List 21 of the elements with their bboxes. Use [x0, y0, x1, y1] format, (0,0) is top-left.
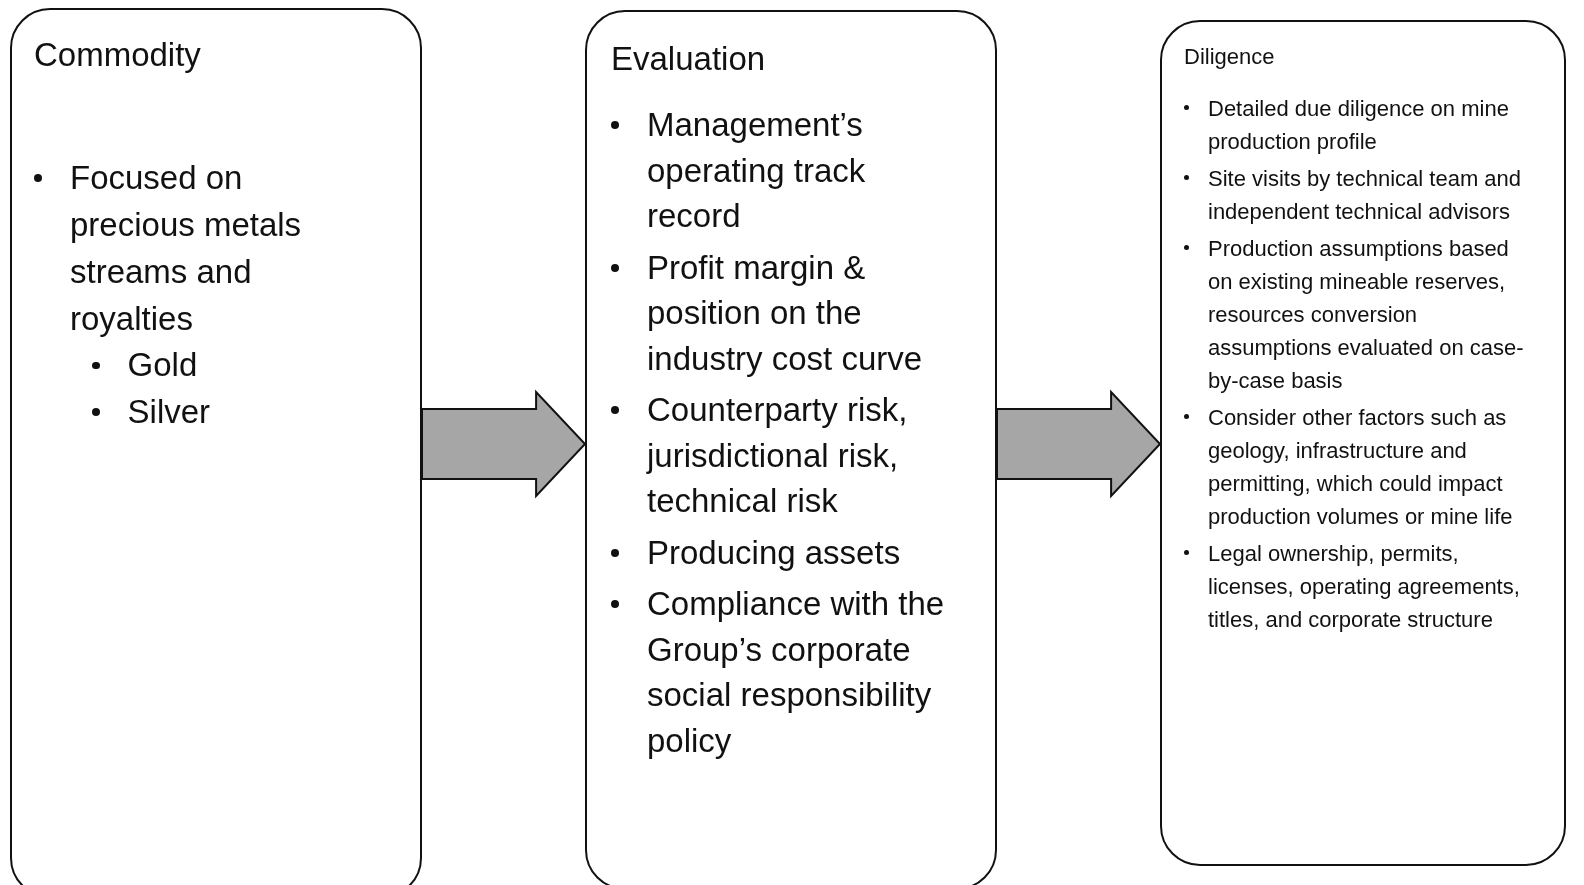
bullet-text: Focused on precious metals streams and royalties	[70, 158, 303, 339]
bullet-text: Production assumptions based on existing mineable reserves, resources conversion assumptions evaluated on case-by-case basis	[1208, 235, 1525, 395]
bullet-text: Legal ownership, permits, licenses, operating agreements, titles, and corporate structure	[1208, 540, 1521, 634]
block-arrow	[421, 389, 587, 499]
block-arrow	[996, 389, 1162, 499]
bullet-text: Gold	[127, 345, 199, 386]
process-box	[10, 8, 422, 885]
bullet-text: Consider other factors such as geology, infrastructure and permitting, which could impact production volumes or mine life	[1208, 404, 1514, 531]
box-heading: Commodity	[34, 36, 201, 74]
bullet-text: Producing assets	[647, 532, 902, 573]
process-box	[1160, 20, 1566, 866]
bullet-text: Site visits by technical team and independent technical advisors	[1208, 165, 1523, 226]
bullet-text: Compliance with the Group’s corporate social responsibility policy	[647, 584, 946, 761]
bullet-text: Silver	[127, 392, 212, 433]
bullet-text: Detailed due diligence on mine production profile	[1208, 95, 1510, 156]
bullet-text: Counterparty risk, jurisdictional risk, technical risk	[647, 390, 909, 522]
box-heading: Diligence	[1184, 44, 1275, 70]
bullet-text: Profit margin & position on the industry cost curve	[647, 247, 924, 379]
box-heading: Evaluation	[611, 40, 766, 78]
process-box	[585, 10, 997, 885]
bullet-text: Management’s operating track record	[647, 105, 867, 237]
